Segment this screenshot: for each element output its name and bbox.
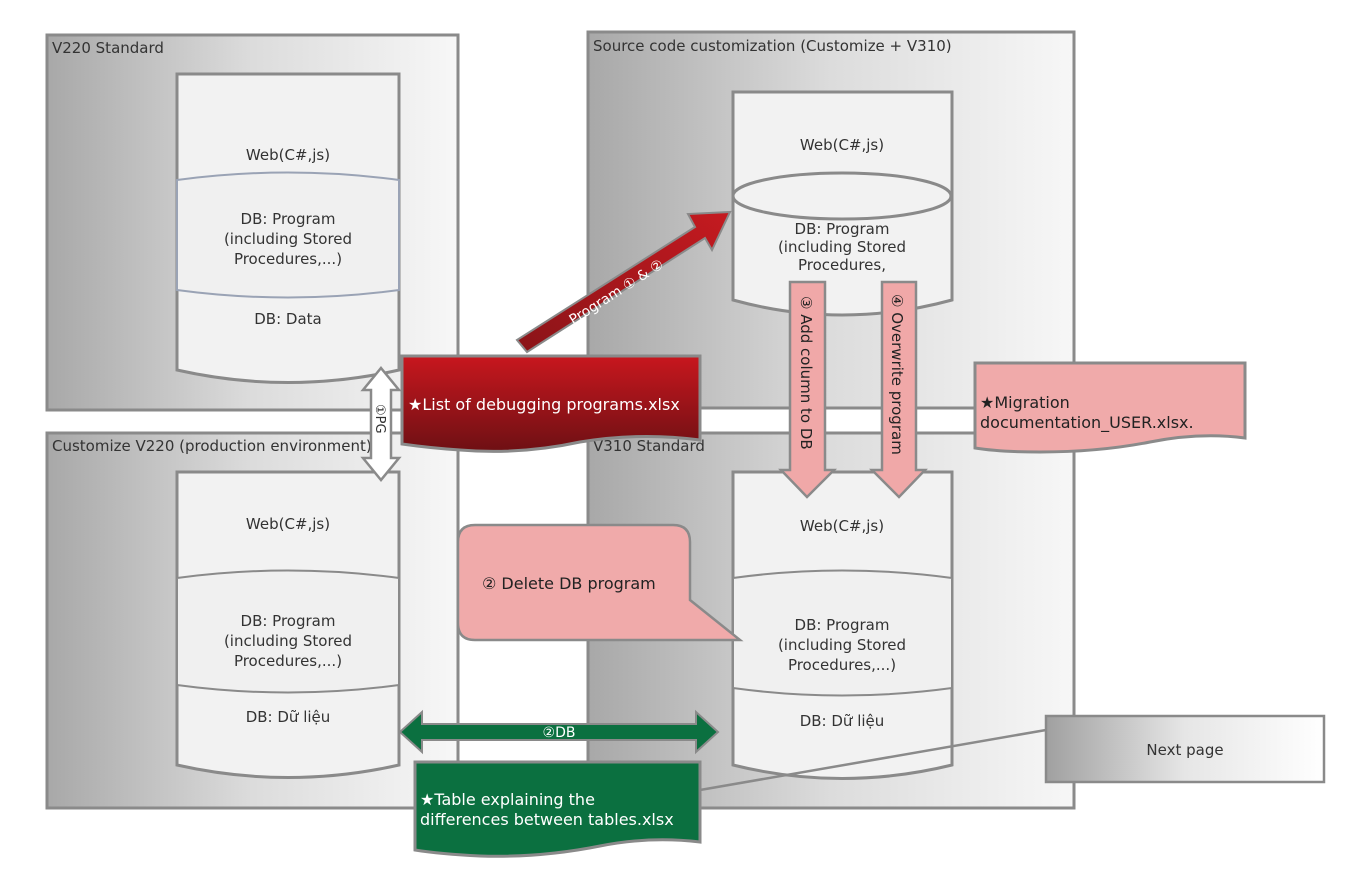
db-data-layer: DB: Data <box>254 310 321 328</box>
panel-title: V220 Standard <box>52 39 164 57</box>
migration-label-line1: ★Migration <box>980 393 1070 412</box>
panel-title: Source code customization (Customize + V… <box>593 37 952 55</box>
db-program-layer-line2: (including Stored <box>224 632 352 650</box>
db-program-layer-line2: (including Stored <box>778 636 906 654</box>
db-program-layer: DB: Program <box>241 210 336 228</box>
web-layer: Web(C#,js) <box>246 146 330 164</box>
next-page-label: Next page <box>1146 741 1223 759</box>
db-data-layer: DB: Dữ liệu <box>800 712 885 730</box>
add-column-label: ③ Add column to DB <box>797 296 815 450</box>
table-diff-label-line2: differences between tables.xlsx <box>420 810 674 829</box>
debug-list-document[interactable]: ★List of debugging programs.xlsx <box>400 354 702 453</box>
db-program-layer-line3: Procedures,...) <box>234 652 342 670</box>
db-double-arrow: ②DB <box>398 709 720 755</box>
web-layer: Web(C#,js) <box>246 515 330 533</box>
pg-double-arrow: ①PG <box>360 366 402 482</box>
table-diff-document[interactable]: ★Table explaining the differences betwee… <box>413 760 702 858</box>
migration-document[interactable]: ★Migration documentation_USER.xlsx. <box>973 361 1247 454</box>
db-program-layer: DB: Program <box>241 612 336 630</box>
table-diff-label-line1: ★Table explaining the <box>420 790 595 809</box>
web-layer: Web(C#,js) <box>800 517 884 535</box>
pg-label: ①PG <box>372 404 387 434</box>
next-page-connector <box>699 728 1047 792</box>
db-program-layer: DB: Program <box>795 220 890 238</box>
cylinder-source-customization: Web(C#,js) DB: Program (including Stored… <box>731 90 954 317</box>
cylinder-v220-standard: Web(C#,js) DB: Program (including Stored… <box>175 72 401 384</box>
migration-label-line2: documentation_USER.xlsx. <box>980 413 1194 433</box>
db-program-layer-line2: (including Stored <box>224 230 352 248</box>
debug-list-label: ★List of debugging programs.xlsx <box>408 395 680 414</box>
db-program-layer-line3: Procedures,...) <box>788 656 896 674</box>
db-program-layer: DB: Program <box>795 616 890 634</box>
db-program-layer-line3: Procedures,...) <box>234 250 342 268</box>
overwrite-label: ④ Overwrite program <box>888 294 906 455</box>
delete-db-program-callout: ② Delete DB program <box>456 523 744 642</box>
db-program-layer-line3: Procedures, <box>798 256 886 274</box>
db-program-layer-line2: (including Stored <box>778 238 906 256</box>
overwrite-program-arrow: ④ Overwrite program <box>868 280 928 499</box>
db-arrow-label: ②DB <box>543 725 576 741</box>
cylinder-v310-standard: Web(C#,js) DB: Program (including Stored… <box>731 470 954 780</box>
cylinder-customize-v220: Web(C#,js) DB: Program (including Stored… <box>175 470 401 779</box>
callout-text: ② Delete DB program <box>482 574 656 593</box>
web-layer: Web(C#,js) <box>800 136 884 154</box>
add-column-arrow: ③ Add column to DB <box>778 280 838 499</box>
db-data-layer: DB: Dữ liệu <box>246 708 331 726</box>
next-page-button[interactable]: Next page <box>1044 714 1326 784</box>
panel-title: Customize V220 (production environment) <box>52 437 372 455</box>
panel-title: V310 Standard <box>593 437 705 455</box>
panel-source-customization: Source code customization (Customize + V… <box>586 30 1076 410</box>
